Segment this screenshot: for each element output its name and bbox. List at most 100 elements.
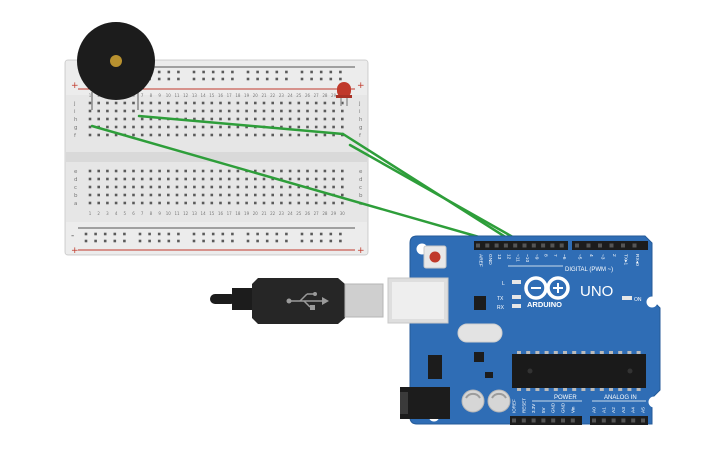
uno-model-label: UNO [580,283,613,300]
bottom-power-rail [66,222,367,254]
power-pin-label: GND [551,402,556,413]
atmega-microcontroller [512,354,646,388]
digital-pin-label: ~10 [524,254,530,262]
column-number: 21 [261,211,267,216]
digital-pin-label: 4 [588,254,594,257]
row-letter: c [359,185,362,191]
column-number: 9 [158,93,161,98]
column-number: 6 [132,211,135,216]
digital-pin-label: AREF [478,254,484,267]
column-number: 11 [174,93,180,98]
power-pin-label: IOREF [512,399,517,413]
analog-pin-label: A3 [621,407,627,413]
rail-plus-label-tr: + [357,81,365,91]
analog-pin-label: A5 [641,407,647,413]
buzzer-center [110,55,122,67]
tx-led [512,295,521,299]
column-number: 29 [331,93,337,98]
breadboard-column-numbers: 1122334455667788991010111112121313141415… [89,93,346,216]
column-number: 12 [183,93,189,98]
digital-pin-label: ~6 [561,254,567,260]
row-letter: i [359,109,361,115]
arduino-infinity-icon [524,276,570,300]
voltage-regulator [428,355,442,379]
analog-pin-label: A4 [631,407,637,413]
bottom-header-holes [512,418,645,423]
row-letter: e [74,169,78,175]
wire-led-cathode[interactable] [348,143,529,247]
digital-pin-label: GND [487,254,493,265]
column-number: 7 [141,93,144,98]
analog-pin-label: A2 [611,407,617,413]
power-pin-label: 5V [541,407,546,413]
column-number: 8 [150,93,153,98]
chip-dot-right [627,368,633,374]
row-letter: h [359,117,363,123]
arduino-brand-label: ARDUINO [527,300,562,309]
on-led [622,296,632,300]
digital-pin-label: 7 [552,254,558,257]
row-letter: h [74,117,78,123]
power-pin-label: GND [561,402,566,413]
row-letter: d [359,177,363,183]
chip-pins [517,351,641,391]
rail-plus-label-br: + [357,246,365,256]
wire-buzzer-gnd[interactable] [90,124,509,247]
digital-pin-label: ~9 [533,254,539,260]
analog-pin-label: A1 [601,407,607,413]
smd-component [485,372,493,378]
row-letter: b [74,193,78,199]
digital-header-left[interactable] [474,241,568,250]
column-number: 17 [227,93,233,98]
digital-pin-label: 12 [505,254,511,260]
digital-pin-label: RX◂0 [634,254,640,266]
analog-header[interactable] [590,416,648,425]
chip-dot-left [527,368,533,374]
column-number: 15 [209,93,215,98]
column-number: 18 [235,211,241,216]
column-number: 20 [253,211,259,216]
rail-plus-label-tl: + [71,81,79,91]
piezo-buzzer[interactable] [77,22,155,110]
column-number: 7 [141,211,144,216]
digital-pin-label: ~5 [577,254,583,260]
reset-button-cap [429,251,441,263]
wire-buzzer-pin[interactable] [137,114,345,136]
digital-pin-label: ~3 [600,254,606,260]
column-number: 26 [305,211,311,216]
column-number: 9 [158,211,161,216]
column-number: 12 [183,211,189,216]
column-number: 14 [201,93,207,98]
column-number: 22 [270,211,276,216]
column-number: 13 [192,93,198,98]
column-number: 17 [227,211,233,216]
rail-minus-label-bl: - [71,231,74,241]
usb-cable[interactable] [210,278,384,324]
digital-pin-label: 8 [543,254,549,257]
breadboard[interactable]: + + - + + jjiihhggffeeddccbbaa 112233445… [64,59,369,256]
column-number: 16 [218,211,224,216]
column-number: 1 [89,211,92,216]
usb-cable-end [210,294,236,304]
column-number: 2 [97,211,100,216]
column-number: 25 [296,211,302,216]
red-led[interactable] [336,82,352,106]
column-number: 23 [279,93,285,98]
rail-plus-label-bl: + [71,246,79,256]
column-number: 22 [270,93,276,98]
led-rim [336,95,352,98]
row-letter: g [359,125,363,131]
power-header[interactable] [510,416,582,425]
column-number: 19 [244,211,250,216]
column-number: 13 [192,211,198,216]
l-led-label: L [502,281,505,287]
mount-hole-r [646,296,658,308]
tx-led-label: TX [497,296,504,302]
power-pin-label: Vin [570,406,575,413]
usb-b-socket-inner [392,282,444,319]
column-number: 16 [218,93,224,98]
